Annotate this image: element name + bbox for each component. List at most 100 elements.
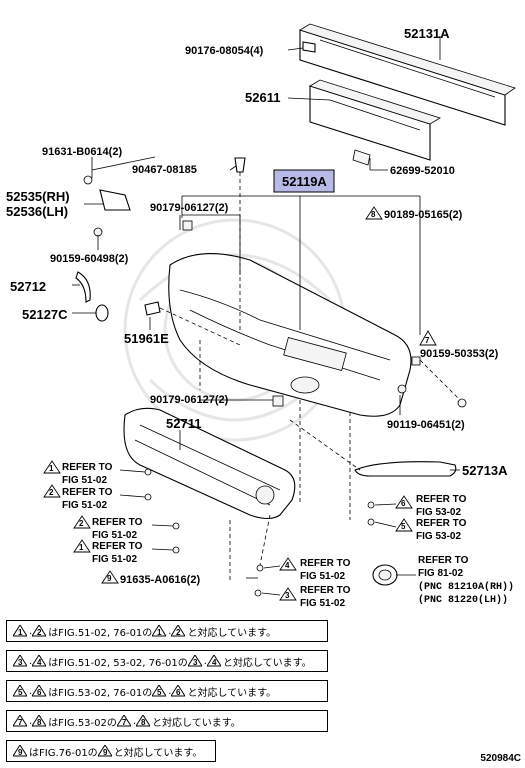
svg-text:7: 7 xyxy=(18,718,23,727)
label-52536: 52536(LH) xyxy=(6,204,68,219)
svg-text:3: 3 xyxy=(18,658,23,667)
seal-52712 xyxy=(75,271,91,303)
svg-text:2: 2 xyxy=(176,628,181,637)
label-62699: 62699-52010 xyxy=(390,165,455,177)
note-triangle-icon: 8 xyxy=(31,714,48,727)
clip-90467 xyxy=(234,157,246,173)
note-text-5b: と対応しています。 xyxy=(113,747,203,759)
refer-fig-6: FIG 51-02 xyxy=(300,598,345,609)
svg-text:2: 2 xyxy=(49,488,54,497)
part-labels: 52131A 90176-08054(4) 52611 62699-52010 … xyxy=(6,26,508,478)
note-triangle-icon: 9 xyxy=(12,744,28,757)
label-52127C: 52127C xyxy=(22,307,68,322)
note-text-2a: はFIG.51-02, 53-02, 76-01の xyxy=(48,657,188,669)
label-51961E: 51961E xyxy=(124,331,169,346)
grille-52711 xyxy=(123,407,296,520)
bracket-52535 xyxy=(83,175,131,237)
svg-text:9: 9 xyxy=(18,748,23,757)
label-90159-right: 90159-50353(2) xyxy=(420,348,499,360)
reinforcement-52131A xyxy=(299,23,516,126)
label-90467: 90467-08185 xyxy=(132,164,197,176)
refer-fig-7: FIG 53-02 xyxy=(416,507,461,518)
pin-51961E xyxy=(144,301,161,316)
label-52119A: 52119A xyxy=(282,174,327,189)
leader-lines xyxy=(72,36,461,580)
svg-text:5: 5 xyxy=(157,688,162,697)
refer-label-2: REFER TO xyxy=(62,487,113,498)
pnc-lh: (PNC 81220(LH)) xyxy=(418,594,508,606)
absorber-52611 xyxy=(309,79,441,161)
note-row-2: 3 . 4 はFIG.51-02, 53-02, 76-01の 3 . 4 と対… xyxy=(6,650,328,672)
triangle-8-top xyxy=(365,206,383,220)
svg-text:1: 1 xyxy=(49,464,54,473)
note-triangle-icon: 3 xyxy=(12,654,28,667)
label-90119: 90119-06451(2) xyxy=(387,419,465,431)
note-text-4a: はFIG.53-02の xyxy=(48,717,117,729)
note-row-3: 5 . 6 はFIG.53-02, 76-01の 5 . 6 と対応しています。 xyxy=(6,680,328,702)
note-text-3a: はFIG.53-02, 76-01の xyxy=(48,687,153,699)
note-triangle-icon: 6 xyxy=(31,684,48,697)
label-91635: 91635-A0616(2) xyxy=(120,574,200,586)
refer-fig-1: FIG 51-02 xyxy=(62,475,107,486)
svg-text:1: 1 xyxy=(18,628,23,637)
highlight-52119A xyxy=(273,169,335,193)
label-90159-left: 90159-60498(2) xyxy=(50,253,129,265)
refer-label-4: REFER TO xyxy=(92,541,143,552)
triangle-7 xyxy=(419,330,437,346)
label-52713A: 52713A xyxy=(462,463,508,478)
svg-text:3: 3 xyxy=(285,591,290,600)
svg-text:5: 5 xyxy=(18,688,23,697)
note-row-1: 1 . 2 はFIG.51-02, 76-01の 1 . 2 と対応しています。 xyxy=(6,620,328,642)
svg-text:8: 8 xyxy=(37,718,42,727)
note-text-5a: はFIG.76-01の xyxy=(29,747,98,759)
svg-text:3: 3 xyxy=(193,658,198,667)
refer-fig-9: FIG 81-02 xyxy=(418,568,463,579)
refer-fig-4: FIG 51-02 xyxy=(92,554,137,565)
bolt-90176 xyxy=(302,41,316,53)
refer-label-6: REFER TO xyxy=(300,585,351,596)
svg-text:6: 6 xyxy=(37,688,42,697)
refer-fig-8: FIG 53-02 xyxy=(416,531,461,542)
svg-text:5: 5 xyxy=(401,522,406,531)
svg-text:2: 2 xyxy=(79,519,84,528)
svg-text:1: 1 xyxy=(157,628,162,637)
refer-label-9: REFER TO xyxy=(418,555,469,566)
svg-text:6: 6 xyxy=(176,688,181,697)
svg-text:4: 4 xyxy=(37,658,42,667)
note-text-1b: と対応しています。 xyxy=(187,627,277,639)
clip-62699 xyxy=(352,149,371,166)
svg-text:2: 2 xyxy=(37,628,42,637)
nut-90179-upper xyxy=(182,220,193,231)
note-triangle-icon: 2 xyxy=(31,624,48,637)
note-triangle-icon: 1 xyxy=(151,624,168,637)
note-text-2b: と対応しています。 xyxy=(222,657,312,669)
diagram-code: 520984C xyxy=(480,753,521,764)
svg-text:4: 4 xyxy=(212,658,217,667)
svg-text:9: 9 xyxy=(103,748,108,757)
refer-to-blocks: 1 REFER TO FIG 51-02 2 REFER TO FIG 51-0… xyxy=(43,460,514,609)
note-triangle-icon: 4 xyxy=(31,654,48,667)
label-91631: 91631-B0614(2) xyxy=(42,146,122,158)
bracket-52127C xyxy=(95,304,109,322)
refer-label-5: REFER TO xyxy=(300,558,351,569)
note-triangle-icon: 2 xyxy=(170,624,187,637)
label-52711: 52711 xyxy=(166,416,201,431)
label-90176: 90176-08054(4) xyxy=(185,45,264,57)
svg-text:6: 6 xyxy=(401,499,406,508)
note-triangle-icon: 1 xyxy=(12,624,28,637)
bumper-cover-52119A xyxy=(168,253,412,417)
note-triangle-icon: 5 xyxy=(151,684,168,697)
note-triangle-icon: 6 xyxy=(170,684,187,697)
refer-label-8: REFER TO xyxy=(416,518,467,529)
label-90189: 90189-05165(2) xyxy=(384,209,463,221)
note-triangle-icon: 9 xyxy=(96,744,113,757)
svg-text:1: 1 xyxy=(79,543,84,552)
refer-fig-3: FIG 51-02 xyxy=(92,530,137,541)
svg-text:9: 9 xyxy=(107,574,112,583)
refer-label-3: REFER TO xyxy=(92,517,143,528)
note-triangle-icon: 4 xyxy=(205,654,222,667)
note-triangle-icon: 3 xyxy=(186,654,203,667)
refer-label-1: REFER TO xyxy=(62,462,113,473)
label-52535: 52535(RH) xyxy=(6,189,70,204)
